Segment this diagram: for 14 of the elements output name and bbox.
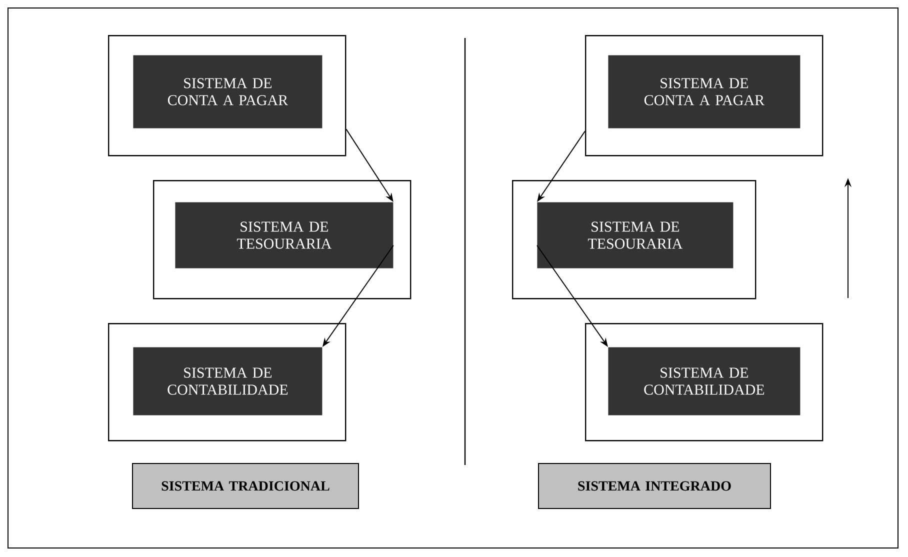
system-box: SISTEMA DE CONTA A PAGAR [133,55,322,128]
outer-box [585,35,824,156]
system-box: SISTEMA DE CONTABILIDADE [133,347,322,416]
outer-box [153,180,412,300]
outer-box [512,180,756,300]
system-box: SISTEMA DE CONTA A PAGAR [608,55,800,128]
label-box: SISTEMA INTEGRADO [538,463,771,509]
system-box: SISTEMA DE TESOURARIA [537,202,734,268]
outer-box [585,323,824,442]
system-box: SISTEMA DE TESOURARIA [175,202,394,268]
system-box: SISTEMA DE CONTABILIDADE [608,347,800,416]
label-box: SISTEMA TRADICIONAL [132,463,359,509]
outer-box [108,323,346,442]
outer-box [108,35,346,156]
